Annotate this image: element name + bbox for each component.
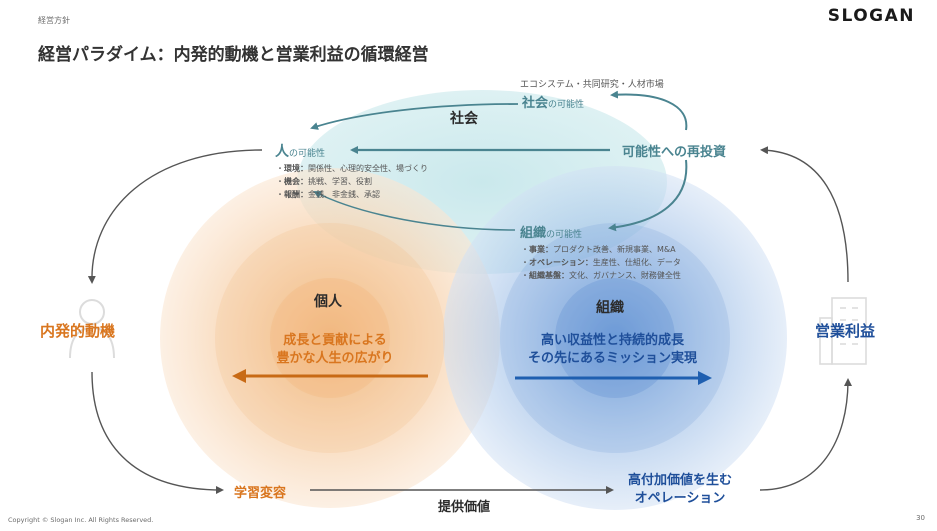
breadcrumb: 経営方針 (38, 16, 70, 25)
individual-message: 成長と貢献による 豊かな人生の広がり (250, 332, 420, 368)
operation-label-line2: オペレーション (634, 491, 726, 506)
society-possibility-tail: の可能性 (548, 100, 585, 110)
org-message-line2: その先にあるミッション実現 (527, 351, 697, 366)
org-possibility-head: 組織 (520, 226, 547, 241)
org-to-person-arrow (313, 191, 516, 231)
org-circle-label: 組織 (596, 300, 624, 316)
person-icon (69, 299, 115, 359)
individual-circle (160, 168, 500, 508)
operating-profit-label: 営業利益 (815, 322, 876, 340)
society-to-person-arrow (310, 103, 519, 130)
page-title: 経営パラダイム：内発的動機と営業利益の循環経営 (38, 45, 429, 65)
org-possibility-tail: の可能性 (546, 230, 583, 240)
person-possibility: 人の可能性 (275, 141, 325, 161)
reinvest-to-org-arrow (608, 159, 688, 232)
operation-label: 高付加価値を生む オペレーション (610, 472, 750, 508)
org-message-line1: 高い収益性と持続的成長 (540, 333, 684, 348)
organization-circle (443, 166, 787, 510)
org-bullets: ・事業：プロダクト改善、新規事業、M&A ・オペレーション：生産性、仕組化、デー… (521, 243, 681, 282)
org-possibility: 組織の可能性 (520, 222, 582, 241)
profit-to-reinvest-arrow (760, 146, 849, 283)
building-icon (819, 297, 867, 365)
individual-label: 個人 (314, 294, 342, 310)
person-possibility-head: 人 (275, 144, 289, 160)
org-bullet: ・オペレーション：生産性、仕組化、データ (521, 258, 681, 267)
reinvest-label: 可能性への再投資 (622, 145, 727, 160)
reinvest-to-society-arrow (610, 90, 688, 131)
person-bullets: ・環境：関係性、心理的安全性、場づくり ・機会：挑戦、学習、役割 ・報酬：金銭、… (276, 162, 428, 201)
learning-label: 学習変容 (234, 486, 287, 501)
ecosystem-text: エコシステム・共同研究・人材市場 (520, 80, 664, 90)
individual-message-line1: 成長と貢献による (283, 333, 387, 348)
intrinsic-motivation-label: 内発的動機 (40, 322, 116, 340)
operation-to-profit-arrow (759, 378, 852, 491)
operation-label-line1: 高付加価値を生む (627, 473, 732, 488)
provided-value-label: 提供価値 (438, 500, 491, 515)
person-bullet: ・機会：挑戦、学習、役割 (276, 177, 372, 186)
motivation-to-learning-arrow (91, 371, 224, 494)
person-possibility-tail: の可能性 (289, 149, 326, 159)
page-number: 30 (916, 514, 925, 522)
individual-message-line2: 豊かな人生の広がり (276, 351, 394, 366)
society-possibility: 社会の可能性 (522, 92, 584, 111)
society-circle-label: 社会 (450, 111, 478, 127)
person-bullet: ・報酬：金銭、非金銭、承認 (276, 190, 380, 199)
copyright: Copyright © Slogan Inc. All Rights Reser… (8, 516, 154, 524)
org-bullet: ・組織基盤：文化、ガバナンス、財務健全性 (521, 271, 681, 280)
person-bullet: ・環境：関係性、心理的安全性、場づくり (276, 164, 428, 173)
person-to-motivation-arrow (87, 149, 263, 284)
org-bullet: ・事業：プロダクト改善、新規事業、M&A (521, 245, 676, 254)
org-message: 高い収益性と持続的成長 その先にあるミッション実現 (505, 332, 720, 368)
slogan-logo: SLOGAN (827, 6, 915, 26)
society-possibility-head: 社会 (522, 96, 549, 111)
